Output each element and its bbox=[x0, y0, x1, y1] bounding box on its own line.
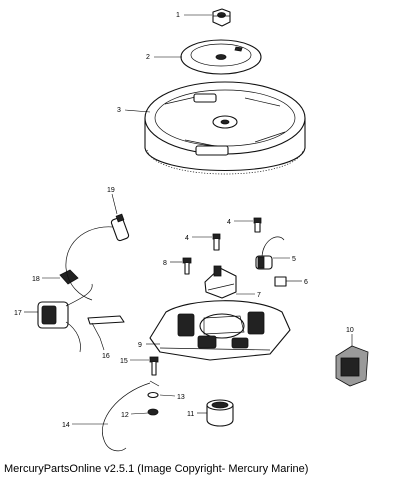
callout-5: 5 bbox=[292, 256, 296, 263]
callout-leaders bbox=[24, 14, 353, 425]
callout-9: 9 bbox=[138, 342, 142, 349]
callout-4a: 4 bbox=[227, 219, 231, 226]
part-2-washer-plate[interactable] bbox=[180, 39, 262, 75]
part-17-coil-pack[interactable] bbox=[37, 283, 93, 353]
part-19-plug-lead[interactable] bbox=[65, 213, 130, 301]
callout-15: 15 bbox=[120, 358, 128, 365]
callout-14: 14 bbox=[62, 422, 70, 429]
part-12-nut[interactable] bbox=[147, 408, 159, 416]
part-9-stator-plate[interactable] bbox=[149, 300, 291, 361]
part-15-screw[interactable] bbox=[149, 356, 159, 376]
part-14-wire[interactable] bbox=[102, 380, 160, 452]
callout-18: 18 bbox=[32, 276, 40, 283]
callout-7: 7 bbox=[257, 292, 261, 299]
callout-8: 8 bbox=[163, 260, 167, 267]
part-8-screw[interactable] bbox=[182, 257, 192, 275]
callout-12: 12 bbox=[121, 412, 129, 419]
callout-4b: 4 bbox=[185, 235, 189, 242]
exploded-parts-diagram: 1 2 3 4 4 5 6 7 8 9 10 11 12 13 14 15 16… bbox=[14, 8, 369, 452]
part-10-module[interactable] bbox=[335, 345, 369, 387]
part-1-nut[interactable] bbox=[212, 8, 231, 27]
callout-10: 10 bbox=[346, 327, 354, 334]
callout-11: 11 bbox=[187, 411, 194, 418]
part-11-bushing[interactable] bbox=[206, 399, 234, 427]
callout-labels: 1 2 3 4 4 5 6 7 8 9 10 11 12 13 14 15 16… bbox=[14, 12, 354, 429]
part-3-flywheel[interactable] bbox=[144, 81, 306, 175]
callout-3: 3 bbox=[117, 107, 121, 114]
part-4-screw-upper[interactable] bbox=[253, 217, 262, 233]
callout-16: 16 bbox=[102, 353, 110, 360]
part-18-lead[interactable] bbox=[59, 269, 79, 285]
part-6-block[interactable] bbox=[274, 276, 287, 287]
part-7-bracket[interactable] bbox=[204, 265, 237, 299]
part-13-washer[interactable] bbox=[147, 391, 159, 399]
part-5-coil[interactable] bbox=[255, 236, 285, 270]
callout-6: 6 bbox=[304, 279, 308, 286]
callout-17: 17 bbox=[14, 310, 22, 317]
part-4-screw-lower[interactable] bbox=[212, 233, 221, 251]
image-caption: MercuryPartsOnline v2.5.1 (Image Copyrig… bbox=[4, 463, 309, 475]
callout-2: 2 bbox=[146, 54, 150, 61]
callout-13: 13 bbox=[177, 394, 185, 401]
part-16-strip[interactable] bbox=[87, 315, 125, 339]
callout-1: 1 bbox=[176, 12, 180, 19]
callout-19: 19 bbox=[107, 187, 115, 194]
